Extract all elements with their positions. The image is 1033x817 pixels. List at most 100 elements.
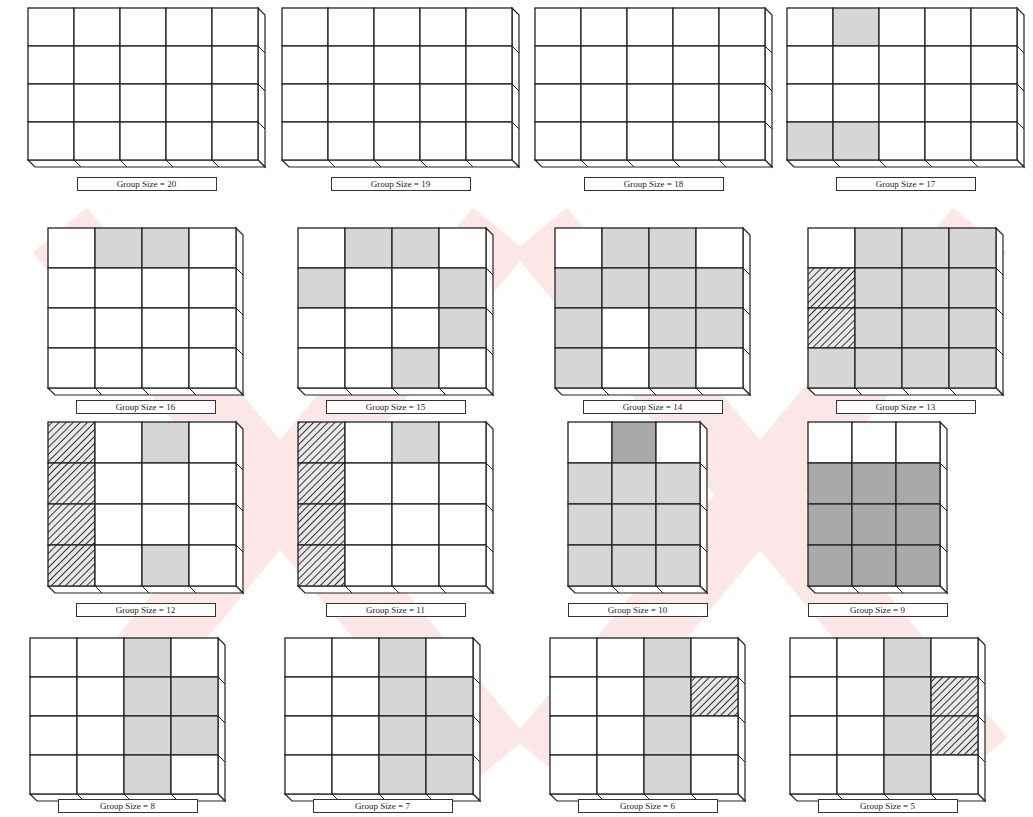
grid-edge bbox=[95, 388, 102, 395]
cell-grid bbox=[48, 228, 243, 395]
grid-cell bbox=[74, 84, 120, 122]
grid-cell bbox=[48, 308, 95, 348]
grid-cell bbox=[581, 84, 627, 122]
grid-cell bbox=[568, 545, 612, 586]
group-size-label-box: Group Size = 18 bbox=[584, 177, 724, 191]
grid-cell bbox=[345, 504, 392, 545]
grid-edge bbox=[700, 463, 707, 470]
grid-cell bbox=[550, 755, 597, 794]
grid-cell bbox=[171, 716, 218, 755]
grid-edge bbox=[656, 586, 663, 593]
group-size-label: Group Size = 10 bbox=[608, 605, 667, 615]
grid-cell bbox=[808, 268, 855, 308]
grid-cell bbox=[439, 545, 486, 586]
grid-cell bbox=[379, 755, 426, 794]
grid-cell bbox=[550, 677, 597, 716]
grid-cell bbox=[30, 677, 77, 716]
grid-side bbox=[236, 422, 243, 593]
grid-side bbox=[473, 638, 480, 801]
grid-cell bbox=[925, 122, 971, 160]
grid-edge bbox=[142, 388, 149, 395]
grid-cell bbox=[466, 84, 512, 122]
grid-cell bbox=[535, 84, 581, 122]
grid-edge bbox=[74, 160, 81, 167]
grid-cell bbox=[48, 422, 95, 463]
grid-side bbox=[486, 422, 493, 593]
group-size-label: Group Size = 17 bbox=[876, 179, 935, 189]
grid-cell bbox=[282, 84, 328, 122]
grid-cell bbox=[439, 228, 486, 268]
grid-cell bbox=[282, 122, 328, 160]
grid-cell bbox=[568, 422, 612, 463]
grid-edge bbox=[473, 677, 480, 684]
grid-cell bbox=[808, 504, 852, 545]
grid-cell bbox=[837, 716, 884, 755]
grid-side bbox=[1017, 8, 1024, 167]
group-size-label-box: Group Size = 6 bbox=[578, 799, 718, 813]
grid-cell bbox=[392, 348, 439, 388]
group-size-label: Group Size = 15 bbox=[366, 402, 425, 412]
grid-cell bbox=[931, 677, 978, 716]
grid-cell bbox=[696, 228, 743, 268]
grid-cell bbox=[535, 122, 581, 160]
grid-cell bbox=[852, 422, 896, 463]
grid-edge bbox=[439, 586, 446, 593]
group-size-label: Group Size = 13 bbox=[876, 402, 935, 412]
grid-cell bbox=[392, 268, 439, 308]
grid-cell bbox=[691, 755, 738, 794]
grid-edge bbox=[700, 504, 707, 511]
grid-cell bbox=[787, 122, 833, 160]
grid-cell bbox=[931, 716, 978, 755]
grid-cell bbox=[328, 122, 374, 160]
grid-edge bbox=[258, 84, 265, 91]
grid-cell bbox=[142, 308, 189, 348]
grid-cell bbox=[77, 677, 124, 716]
grid-cell bbox=[790, 716, 837, 755]
group-size-label: Group Size = 19 bbox=[371, 179, 430, 189]
grid-edge bbox=[345, 388, 352, 395]
group-size-label-box: Group Size = 20 bbox=[77, 177, 217, 191]
grid-cell bbox=[896, 545, 940, 586]
grid-cell bbox=[597, 677, 644, 716]
group-size-label-box: Group Size = 8 bbox=[58, 799, 198, 813]
grid-cell bbox=[439, 268, 486, 308]
grid-cell bbox=[691, 638, 738, 677]
grid-edge bbox=[486, 545, 493, 552]
grid-cell bbox=[142, 463, 189, 504]
grid-cell bbox=[332, 638, 379, 677]
grid-cell bbox=[656, 545, 700, 586]
grid-cell bbox=[925, 46, 971, 84]
grid-cell bbox=[48, 268, 95, 308]
grid-edge bbox=[392, 388, 399, 395]
grid-cell bbox=[879, 8, 925, 46]
grid-cell bbox=[808, 463, 852, 504]
grid-cell bbox=[971, 122, 1017, 160]
grid-cell bbox=[466, 122, 512, 160]
grid-cell bbox=[166, 8, 212, 46]
grid-cell bbox=[644, 716, 691, 755]
group-size-label-box: Group Size = 14 bbox=[583, 400, 723, 414]
grid-side bbox=[738, 638, 745, 801]
grid-bottom bbox=[282, 160, 519, 167]
grid-cell bbox=[142, 228, 189, 268]
grid-edge bbox=[743, 348, 750, 355]
grid-cell bbox=[925, 8, 971, 46]
grid-cell bbox=[142, 422, 189, 463]
grid-cell bbox=[833, 84, 879, 122]
grid-cell bbox=[581, 8, 627, 46]
grid-cell bbox=[949, 308, 996, 348]
grid-edge bbox=[236, 545, 243, 552]
grid-cell bbox=[379, 638, 426, 677]
grid-cell bbox=[837, 677, 884, 716]
grid-cell bbox=[808, 545, 852, 586]
grid-cell bbox=[550, 638, 597, 677]
grid-cell bbox=[189, 308, 236, 348]
grid-cell bbox=[28, 122, 74, 160]
grid-cell bbox=[48, 463, 95, 504]
grid-edge bbox=[765, 122, 772, 129]
cell-grid bbox=[790, 638, 985, 801]
grid-cell bbox=[171, 677, 218, 716]
grid-cell bbox=[896, 463, 940, 504]
grid-side bbox=[236, 228, 243, 395]
grid-bottom bbox=[787, 160, 1024, 167]
